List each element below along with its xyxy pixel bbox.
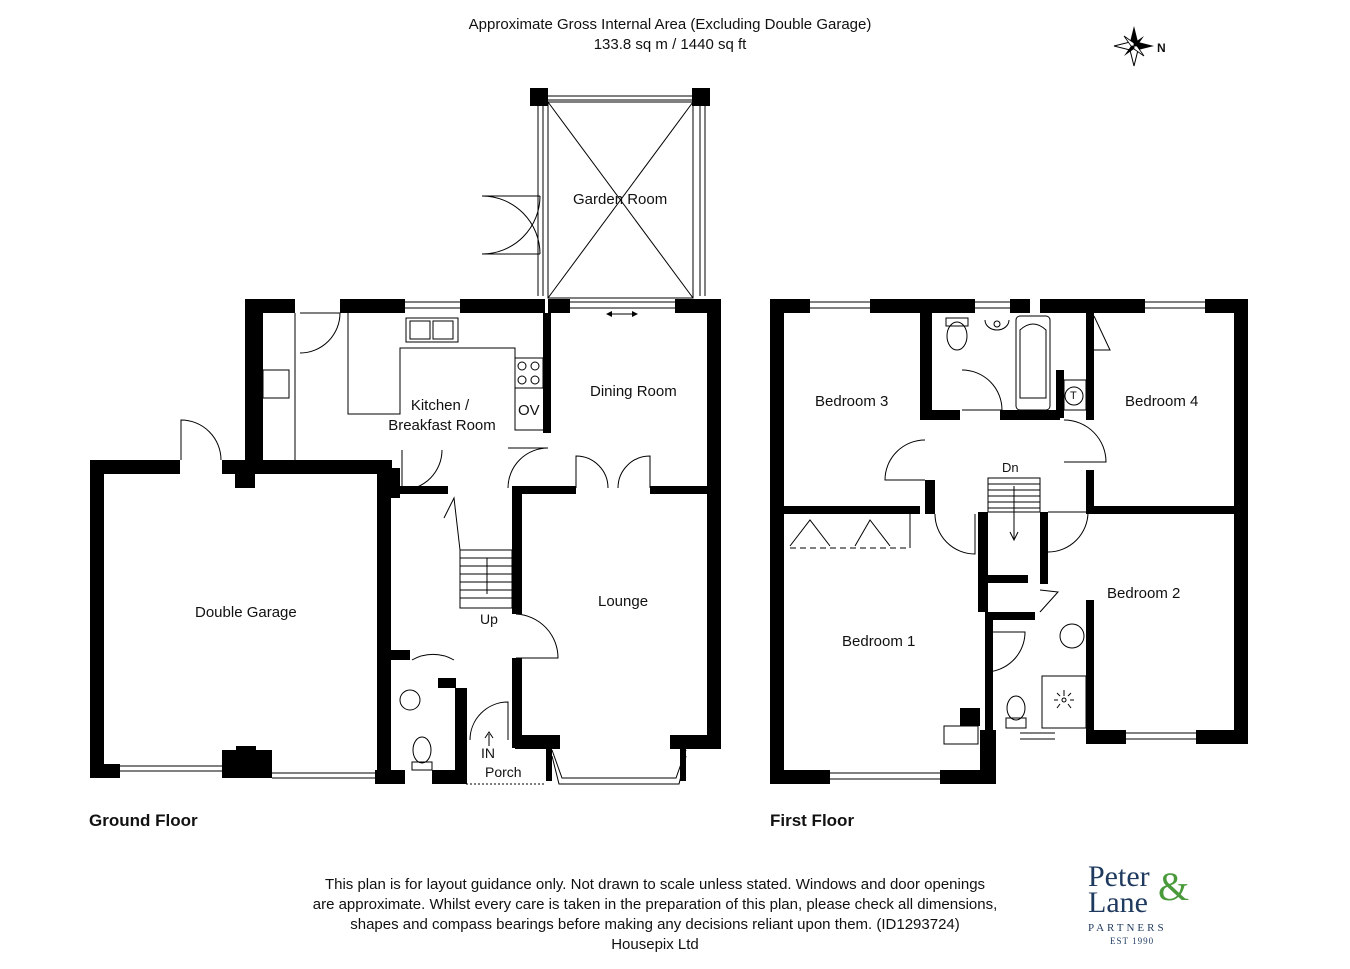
kitchen-label-line1: Kitchen /	[410, 397, 470, 414]
logo-partners: PARTNERS	[1088, 922, 1167, 934]
stairs-up-label: Up	[480, 611, 498, 627]
compass-north-label: N	[1157, 41, 1166, 55]
logo-ampersand: &	[1158, 864, 1190, 909]
kitchen-label-line2: Breakfast Room	[388, 417, 496, 434]
disclaimer-line4: Housepix Ltd	[611, 936, 699, 953]
logo-lane: Lane	[1088, 886, 1148, 919]
bedroom3-label: Bedroom 3	[815, 393, 889, 410]
compass-rose-icon	[1113, 26, 1154, 67]
first-floor-label: First Floor	[770, 811, 855, 830]
sliding-door-arrow-icon	[606, 311, 638, 317]
ground-floor-walls	[90, 88, 721, 784]
bedroom4-label: Bedroom 4	[1125, 393, 1199, 410]
disclaimer-line3: shapes and compass bearings before makin…	[350, 916, 960, 933]
logo-peter: Peter	[1088, 860, 1150, 893]
peter-lane-logo: Peter & Lane PARTNERS EST 1990	[1080, 860, 1200, 950]
tank-label: T	[1070, 390, 1077, 402]
disclaimer-line2: are approximate. Whilst every care is ta…	[312, 896, 998, 913]
lounge-label: Lounge	[598, 593, 649, 610]
ground-floor-label: Ground Floor	[89, 811, 198, 830]
disclaimer-line1: This plan is for layout guidance only. N…	[324, 876, 986, 893]
first-floor-fixtures	[789, 301, 1205, 780]
logo-est: EST 1990	[1110, 936, 1155, 946]
bedroom2-label: Bedroom 2	[1107, 585, 1181, 602]
double-garage-label: Double Garage	[195, 604, 297, 621]
ground-floor-fixtures	[120, 95, 706, 785]
dining-room-label: Dining Room	[590, 383, 677, 400]
bedroom1-label: Bedroom 1	[842, 633, 916, 650]
stairs-down-label: Dn	[1002, 460, 1019, 475]
area-value: 133.8 sq m / 1440 sq ft	[593, 36, 747, 53]
first-floor-walls	[770, 299, 1248, 784]
oven-label: OV	[518, 402, 540, 419]
area-title: Approximate Gross Internal Area (Excludi…	[468, 16, 872, 33]
entrance-label: IN	[481, 745, 495, 761]
porch-label: Porch	[485, 764, 522, 780]
garden-room-label: Garden Room	[573, 191, 668, 208]
